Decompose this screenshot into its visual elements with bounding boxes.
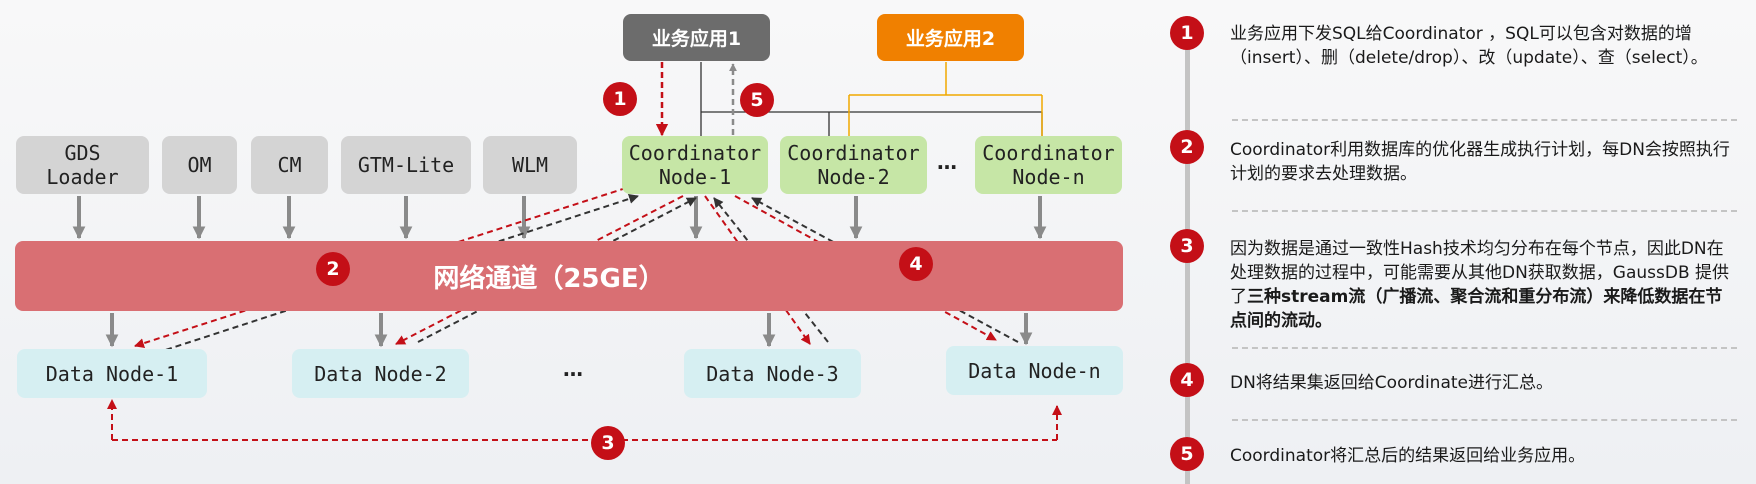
business-app-1: 业务应用1: [623, 14, 770, 61]
business-app-2: 业务应用2: [877, 14, 1024, 61]
bus-to-datanode-arrows: [105, 313, 1033, 348]
step-divider: [1232, 210, 1737, 212]
step-4-text: DN将结果集返回给Coordinate进行汇总。: [1230, 373, 1553, 393]
component-to-bus-arrows: [72, 196, 1047, 240]
step-divider: [1232, 419, 1737, 421]
data-node-2: Data Node-2: [292, 349, 469, 398]
step-3-bold: 三种stream流（广播流、聚合流和重分布流）来降低数据在节点间的流动。: [1230, 287, 1723, 331]
gtm-lite-box: GTM-Lite: [341, 136, 471, 194]
network-bus: 网络通道（25GE）: [15, 241, 1123, 311]
coordinator-node-1: Coordinator Node-1: [622, 136, 768, 194]
step-1-number: 1: [1170, 16, 1204, 50]
wlm-box: WLM: [483, 136, 577, 194]
step-divider: [1232, 347, 1737, 349]
step-5-text: Coordinator将汇总后的结果返回给业务应用。: [1230, 446, 1586, 466]
badge-step-2: 2: [316, 252, 350, 286]
cm-box: CM: [251, 136, 328, 194]
badge-step-5: 5: [740, 83, 774, 117]
data-node-3: Data Node-3: [684, 349, 861, 398]
coordinator-node-2: Coordinator Node-2: [780, 136, 927, 194]
om-box: OM: [162, 136, 237, 194]
network-label: 网络通道（25GE）: [433, 263, 665, 294]
step-1-text: 业务应用下发SQL给Coordinator ，SQL可以包含对数据的增（inse…: [1230, 24, 1708, 68]
data-node-ellipsis: …: [563, 357, 583, 381]
data-node-1: Data Node-1: [17, 349, 207, 398]
step-4-number: 4: [1170, 363, 1204, 397]
step-5-number: 5: [1170, 437, 1204, 471]
step-2-text: Coordinator利用数据库的优化器生成执行计划，每DN会按照执行计划的要求…: [1230, 140, 1730, 184]
step-3-number: 3: [1170, 229, 1204, 263]
step-2-number: 2: [1170, 130, 1204, 164]
badge-step-3: 3: [591, 426, 625, 460]
data-node-n: Data Node-n: [946, 346, 1123, 395]
step-divider: [1232, 119, 1737, 121]
gds-loader-box: GDS Loader: [16, 136, 149, 194]
badge-step-4: 4: [899, 247, 933, 281]
step3-exchange-arrow: [107, 399, 1062, 441]
coordinator-ellipsis: …: [937, 150, 957, 174]
step-3-text: 因为数据是通过一致性Hash技术均匀分布在每个节点，因此DN在处理数据的过程中，…: [1230, 237, 1730, 333]
step-3-plain: 因为数据是通过一致性Hash技术均匀分布在每个节点，因此DN在处理数据的过程中，…: [1230, 239, 1730, 307]
coordinator-node-n: Coordinator Node-n: [975, 136, 1122, 194]
badge-step-1: 1: [603, 82, 637, 116]
